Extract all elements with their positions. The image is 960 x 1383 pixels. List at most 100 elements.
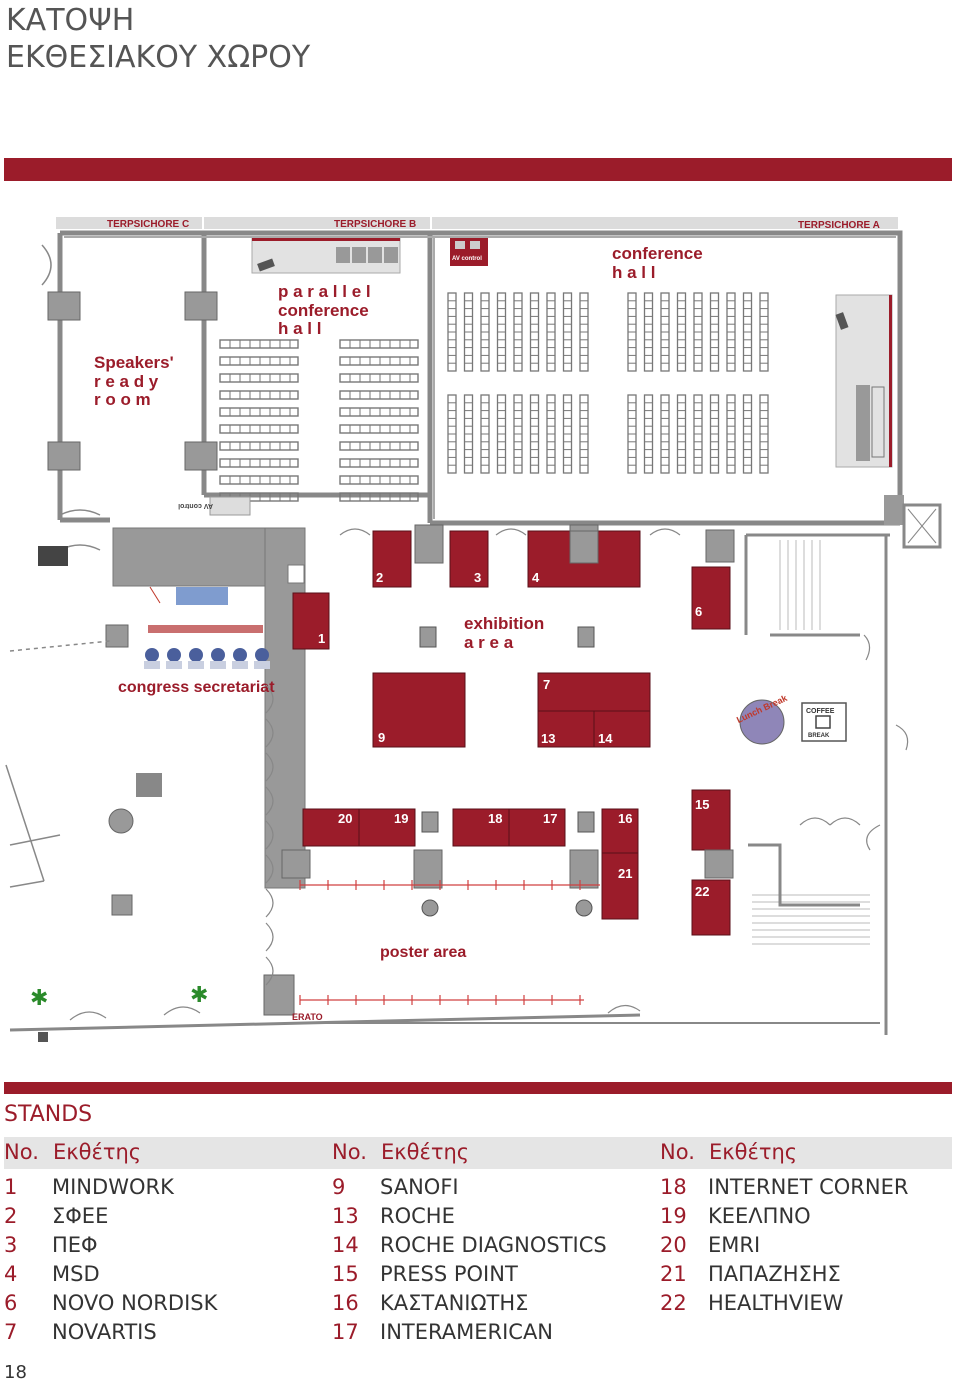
stand-number: 15 [332, 1262, 359, 1286]
stand-2 [372, 530, 412, 588]
exhibitor-name: ΠΑΠΑΖΗΣΗΣ [708, 1262, 841, 1286]
coffee-break-label-2: BREAK [808, 733, 830, 739]
stand-number-label: 1 [318, 631, 325, 646]
stand-number-label: 7 [543, 677, 550, 692]
exhibitor-name: INTERAMERICAN [380, 1320, 554, 1344]
pillar [569, 530, 599, 564]
exhibitor-name: ΚΕΕΛΠΝΟ [708, 1204, 811, 1228]
exhibitor-name: ΣΦΕΕ [52, 1204, 109, 1228]
table-row: 15 PRESS POINT [332, 1260, 652, 1289]
table-row: 9 SANOFI [332, 1173, 652, 1202]
stand-20 [302, 808, 360, 847]
hall-label-terpsichore-c: TERPSICHORE C [107, 219, 189, 230]
stand-number-label: 17 [543, 811, 557, 826]
table-row: 6 NOVO NORDISK [4, 1289, 324, 1318]
stand-22 [691, 879, 731, 936]
stand-number-label: 18 [488, 811, 502, 826]
parallel-hall-label-2: conference [278, 301, 369, 320]
stand-number-label: 16 [618, 811, 632, 826]
exhibition-area-label-1: exhibition [464, 614, 544, 633]
pillar [421, 811, 439, 833]
congress-secretariat-label: congress secretariat [118, 679, 275, 696]
stand-7 [537, 672, 651, 712]
hall-label-erato: ERATO [292, 1012, 323, 1022]
stand-number: 2 [4, 1204, 18, 1228]
poster-area-label: poster area [380, 944, 466, 961]
exhibitor-name: ΠΕΦ [52, 1233, 98, 1257]
pillar [577, 811, 595, 833]
stand-number-label: 9 [378, 730, 385, 745]
page-title-line-2: ΕΚΘΕΣΙΑΚΟΥ ΧΩΡΟΥ [6, 40, 311, 75]
header-no-col-2: No. [332, 1140, 367, 1164]
table-row: 18 INTERNET CORNER [660, 1173, 960, 1202]
stand-6 [691, 566, 731, 630]
stand-number: 18 [660, 1175, 687, 1199]
table-row: 1 MINDWORK [4, 1173, 324, 1202]
hall-label-terpsichore-a: TERPSICHORE A [798, 220, 880, 231]
stand-number-label: 14 [598, 731, 613, 746]
stand-number: 7 [4, 1320, 18, 1344]
coffee-break-label-1: COFFEE [806, 708, 835, 715]
stand-number-label: 15 [695, 797, 709, 812]
stands-divider-band [4, 1082, 952, 1094]
conference-hall-label-1: conference [612, 244, 703, 263]
stand-number: 1 [4, 1175, 18, 1199]
speakers-room-label-2: r e a d y [94, 372, 159, 391]
stand-18 [452, 808, 510, 847]
exhibitor-name: SANOFI [380, 1175, 459, 1199]
stand-17 [508, 808, 566, 847]
stand-number-label: 20 [338, 811, 352, 826]
top-divider-band [4, 158, 952, 181]
exhibitor-name: EMRI [708, 1233, 761, 1257]
stand-number-label: 6 [695, 604, 702, 619]
plant-icon: ✱ [190, 982, 208, 1007]
exhibitor-name: MINDWORK [52, 1175, 174, 1199]
table-row: 19 ΚΕΕΛΠΝΟ [660, 1202, 960, 1231]
exhibitor-name: HEALTHVIEW [708, 1291, 844, 1315]
conference-hall-seating [447, 292, 769, 474]
table-row: 17 INTERAMERICAN [332, 1318, 652, 1347]
stand-number-label: 21 [618, 866, 632, 881]
stands-table-header [4, 1137, 952, 1169]
exhibitor-name: NOVO NORDISK [52, 1291, 218, 1315]
exhibitor-name: NOVARTIS [52, 1320, 157, 1344]
stand-number-label: 22 [695, 884, 709, 899]
stand-number-label: 3 [474, 570, 481, 585]
stand-number: 3 [4, 1233, 18, 1257]
exhibitor-name: ROCHE DIAGNOSTICS [380, 1233, 607, 1257]
stand-number-label: 2 [376, 570, 383, 585]
header-exhibitor-col-1: Εκθέτης [53, 1140, 142, 1164]
page-title-line-1: ΚΑΤΟΨΗ [6, 3, 135, 38]
table-row: 7 NOVARTIS [4, 1318, 324, 1347]
exhibitor-name: MSD [52, 1262, 100, 1286]
stand-9 [372, 672, 466, 748]
stand-3 [449, 530, 489, 588]
hall-label-terpsichore-b: TERPSICHORE B [334, 219, 416, 230]
stand-number: 16 [332, 1291, 359, 1315]
speakers-room-label-1: Speakers' [94, 353, 174, 372]
header-exhibitor-col-2: Εκθέτης [381, 1140, 470, 1164]
table-row: 3 ΠΕΦ [4, 1231, 324, 1260]
av-control-label-parallel: AV control [178, 502, 213, 509]
exhibitor-name: ROCHE [380, 1204, 455, 1228]
stand-number: 9 [332, 1175, 346, 1199]
header-no-col-1: No. [4, 1140, 39, 1164]
page-title: ΚΑΤΟΨΗ ΕΚΘΕΣΙΑΚΟΥ ΧΩΡΟΥ [6, 2, 310, 76]
page-number: 18 [4, 1362, 27, 1383]
exhibition-area-label-2: a r e a [464, 633, 514, 652]
header-no-col-3: No. [660, 1140, 695, 1164]
header-exhibitor-col-3: Εκθέτης [709, 1140, 798, 1164]
exhibitor-name: PRESS POINT [380, 1262, 518, 1286]
stand-19 [358, 808, 416, 847]
stand-number: 19 [660, 1204, 687, 1228]
exhibitor-name: INTERNET CORNER [708, 1175, 909, 1199]
stand-number: 17 [332, 1320, 359, 1344]
stand-number: 6 [4, 1291, 18, 1315]
floor-plan: TERPSICHORE C TERPSICHORE B TERPSICHORE … [5, 217, 942, 1042]
